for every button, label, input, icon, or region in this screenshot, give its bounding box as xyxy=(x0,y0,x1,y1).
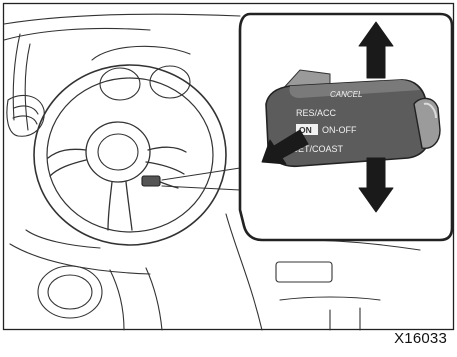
lever-label-row1: RES/ACC xyxy=(296,108,337,118)
lever-label-row2: ON-OFF xyxy=(322,125,357,135)
lever-top-label: CANCEL xyxy=(330,90,362,99)
cruise-lever-stub xyxy=(142,176,160,186)
cruise-control-lever: CANCEL RES/ACC ON ON-OFF SET/COAST xyxy=(266,80,440,166)
figure-id-label: X16033 xyxy=(394,330,447,347)
